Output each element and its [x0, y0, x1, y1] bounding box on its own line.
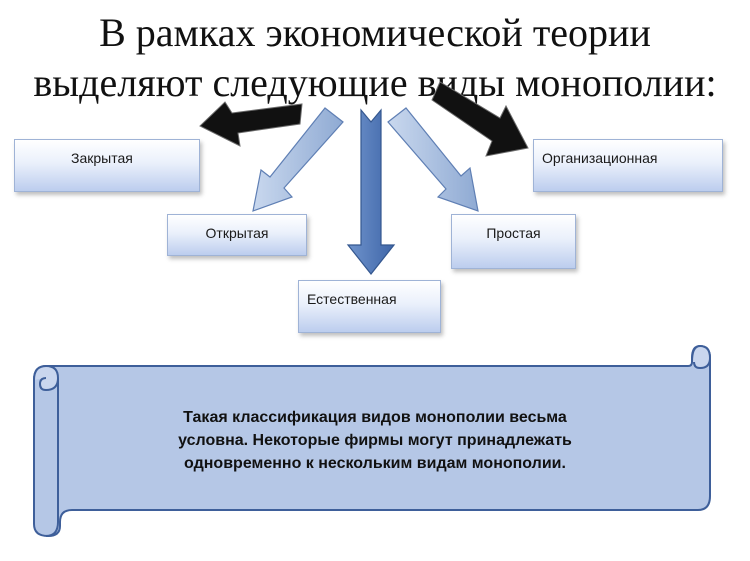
scroll-curl-top-right [691, 344, 712, 370]
type-box-prostaya: Простая [451, 214, 576, 269]
note-line-3: одновременно к нескольким видам монополи… [184, 455, 566, 472]
classification-note: Такая классификация видов монополии весь… [90, 406, 660, 475]
arrow-to-prostaya [387, 107, 479, 212]
type-box-zakrytaya: Закрытая [14, 139, 200, 192]
type-label: Закрытая [71, 150, 133, 166]
type-label: Открытая [205, 225, 269, 241]
type-label: Организационная [542, 150, 658, 166]
arrow-to-zakrytaya [199, 101, 303, 147]
title-line-1: В рамках экономической теории [99, 10, 651, 55]
title-line-2: выделяют следующие виды монополии: [33, 60, 717, 105]
type-label: Естественная [307, 291, 397, 307]
type-label: Простая [486, 225, 541, 241]
arrow-to-otkrytaya [252, 107, 344, 212]
type-box-otkrytaya: Открытая [167, 214, 307, 256]
scroll-left-roll [45, 378, 59, 537]
note-line-2: условна. Некоторые фирмы могут принадлеж… [178, 432, 572, 449]
arrow-to-organizatsionnaya [431, 81, 529, 157]
type-box-estestvennaya: Естественная [298, 280, 441, 333]
scroll-curl-top-left [33, 364, 60, 392]
note-line-1: Такая классификация видов монополии весь… [183, 409, 567, 426]
type-box-organizatsionnaya: Организационная [533, 139, 723, 192]
arrow-to-estestvennaya [346, 108, 396, 275]
page-title: В рамках экономической теории выделяют с… [0, 8, 750, 108]
